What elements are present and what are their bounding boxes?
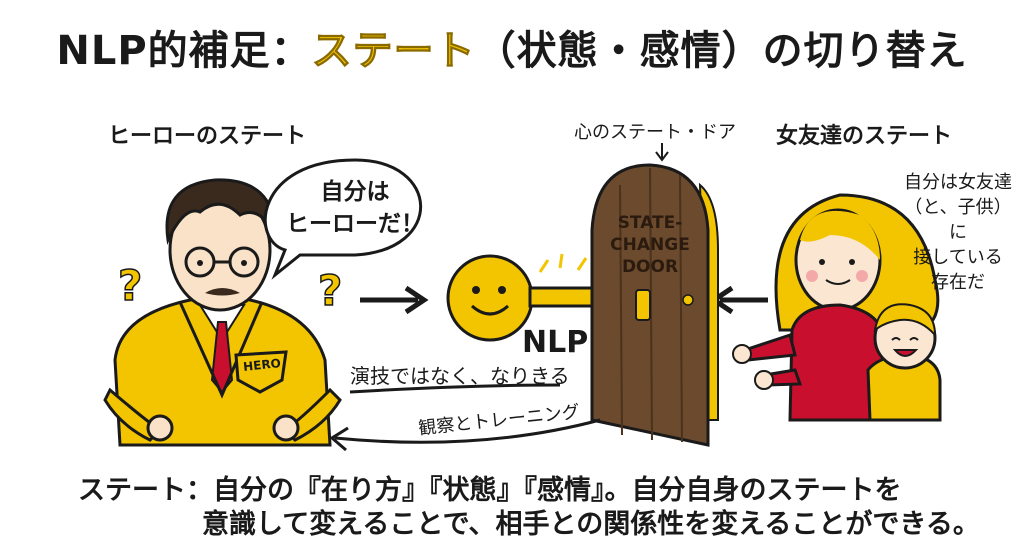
friend-note-line-1: 自分は女友達 (904, 172, 1012, 193)
page-title: NLP的補足：ステート（状態・感情）の切り替え (0, 18, 1024, 76)
key-label: NLP (522, 325, 589, 360)
door-sign-line-3: DOOR (621, 257, 679, 277)
door-sign-line-1: STATE- (617, 213, 683, 233)
lower-curved-arrow (329, 418, 601, 452)
door-sign: STATE- CHANGE DOOR (598, 212, 702, 278)
door (590, 163, 719, 447)
child-figure (866, 303, 942, 422)
friend-note-line-2: （と、子供）に (904, 197, 1012, 243)
upper-curved-arrow (349, 383, 561, 394)
friend-note: 自分は女友達 （と、子供）に 接している 存在だ (898, 170, 1018, 295)
question-mark-left: ? (118, 261, 142, 310)
door-sign-line-2: CHANGE (610, 235, 690, 255)
hero-speech-line-1: 自分は (320, 179, 390, 205)
title-highlight: ステート (311, 28, 476, 75)
left-arrow (709, 285, 768, 315)
title-suffix: （状態・感情）の切り替え (475, 28, 968, 74)
title-prefix: NLP的補足： (56, 28, 312, 74)
door-caption: 心のステート・ドア (574, 122, 736, 143)
footer-line-1: ステート：自分の『在り方』『状態』『感情』。自分自身のステートを (78, 475, 902, 506)
hero-speech: 自分は ヒーローだ！ (285, 176, 425, 240)
friend-note-line-4: 存在だ (931, 272, 985, 293)
woman-figure (732, 193, 940, 422)
friend-state-label: 女友達のステート (776, 124, 953, 149)
hero-state-label: ヒーローのステート (108, 124, 307, 149)
footer-line-2: 意識して変えることで、相手との関係性を変えることができる。 (202, 509, 980, 540)
question-mark-right: ? (318, 266, 342, 315)
footer-explanation: ステート：自分の『在り方』『状態』『感情』。自分自身のステートを 意識して変える… (78, 474, 998, 542)
upper-arrow-text: 演技ではなく、なりきる (350, 364, 570, 388)
right-arrow (360, 285, 429, 315)
hero-speech-line-2: ヒーローだ！ (286, 211, 424, 237)
speech-bubble (263, 158, 423, 280)
friend-note-line-3: 接している (913, 247, 1003, 268)
